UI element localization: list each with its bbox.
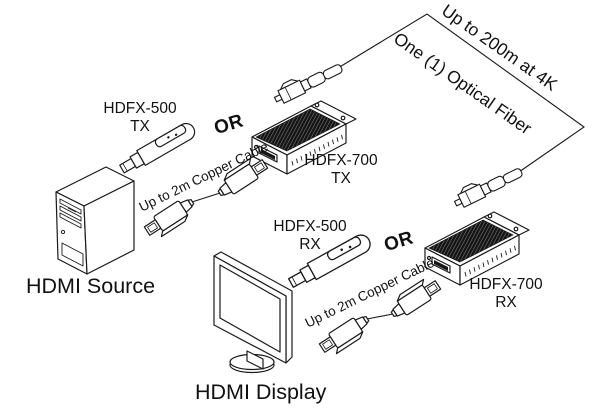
hdfx500-tx-label: HDFX-500 TX: [98, 100, 182, 136]
copper-cable-line-display: [366, 313, 394, 320]
hdfx500-tx-model: HDFX-500: [103, 100, 177, 117]
monitor: [213, 251, 293, 374]
optical-fiber-line: [337, 13, 585, 173]
hdmi-source-label: HDMI Source: [26, 274, 156, 298]
hdfx700-rx-device: [424, 211, 530, 286]
copper-cable-line-source: [191, 192, 221, 203]
hdfx700-rx-model: HDFX-700: [469, 276, 543, 293]
hdfx700-tx-model: HDFX-700: [304, 152, 378, 169]
hdfx500-rx-model: HDFX-500: [273, 218, 347, 235]
hdfx500-rx-unit: RX: [299, 235, 321, 253]
hdfx500-tx-unit: TX: [130, 117, 150, 135]
hdmi-display-label: HDMI Display: [195, 380, 327, 404]
hdfx700-rx-unit: RX: [495, 293, 517, 311]
lc-connector-tx: [270, 57, 345, 107]
lc-connector-rx: [450, 161, 525, 211]
hdfx700-rx-label: HDFX-700 RX: [468, 276, 544, 312]
hdfx700-tx-label: HDFX-700 TX: [303, 152, 379, 188]
computer-tower: [55, 166, 135, 275]
hdfx500-rx-label: HDFX-500 RX: [268, 218, 352, 254]
hdfx700-tx-unit: TX: [331, 169, 351, 187]
